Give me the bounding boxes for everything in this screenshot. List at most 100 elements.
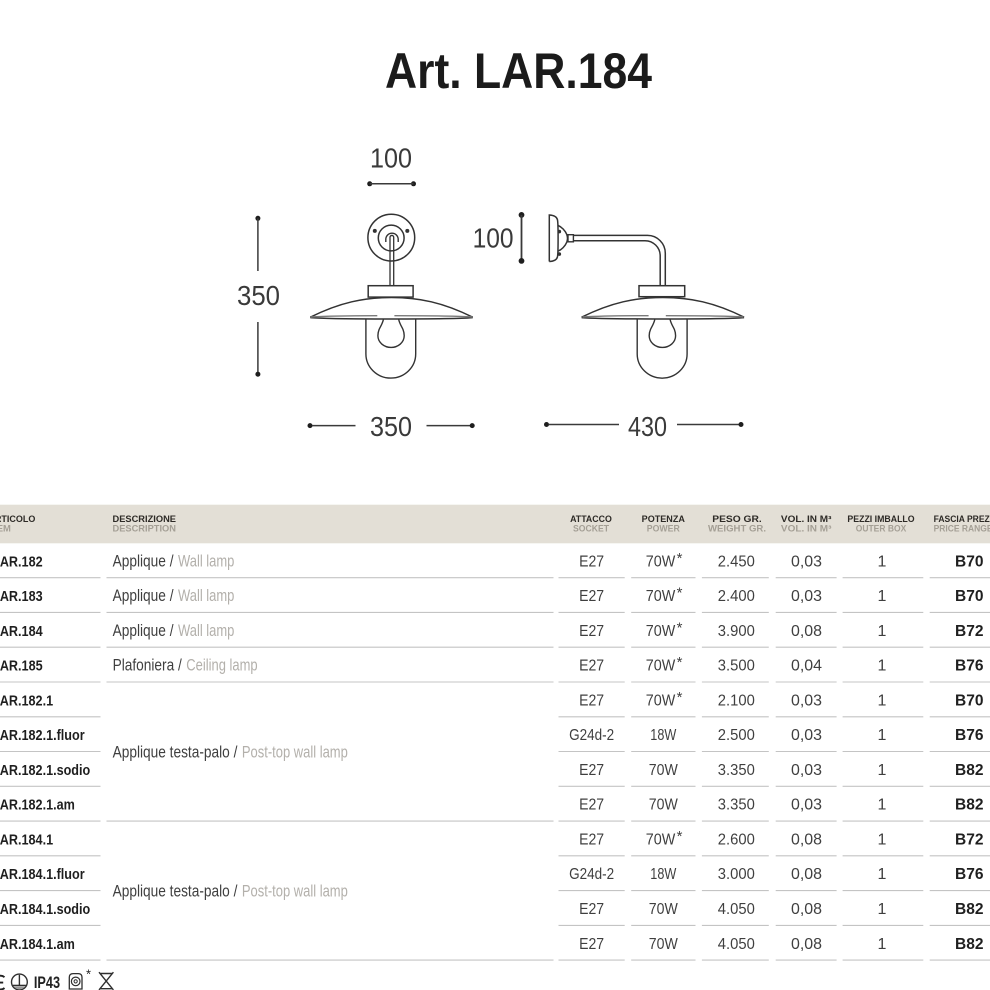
- svg-text:E27: E27: [579, 588, 604, 605]
- svg-text:0,04: 0,04: [791, 658, 822, 675]
- svg-text:SOCKET: SOCKET: [573, 524, 610, 534]
- svg-text:70W: 70W: [646, 831, 676, 848]
- svg-text:*: *: [677, 654, 683, 671]
- svg-text:Wall lamp: Wall lamp: [178, 552, 234, 570]
- svg-text:0,03: 0,03: [791, 588, 822, 605]
- svg-text:LAR.182.1.fluor: LAR.182.1.fluor: [0, 727, 85, 744]
- svg-text:VOL. IN M³: VOL. IN M³: [781, 524, 832, 534]
- svg-text:LAR.182.1.sodio: LAR.182.1.sodio: [0, 762, 90, 779]
- svg-text:Applique /: Applique /: [113, 552, 174, 570]
- svg-text:*: *: [677, 619, 683, 636]
- svg-text:350: 350: [237, 280, 280, 311]
- svg-text:100: 100: [473, 223, 514, 254]
- svg-text:*: *: [86, 967, 91, 982]
- svg-text:1: 1: [878, 588, 887, 605]
- svg-text:B82: B82: [955, 762, 984, 779]
- svg-text:E27: E27: [579, 797, 604, 814]
- svg-text:Plafoniera /: Plafoniera /: [113, 657, 183, 675]
- svg-text:0,08: 0,08: [791, 831, 822, 848]
- svg-text:1: 1: [878, 936, 887, 953]
- svg-text:PESO GR.: PESO GR.: [712, 514, 762, 524]
- svg-text:1: 1: [878, 727, 887, 744]
- svg-text:3.500: 3.500: [718, 658, 755, 675]
- svg-text:B82: B82: [955, 936, 984, 953]
- svg-text:B76: B76: [955, 658, 984, 675]
- svg-text:0,08: 0,08: [791, 936, 822, 953]
- svg-text:ARTICOLO: ARTICOLO: [0, 514, 36, 524]
- svg-text:0,08: 0,08: [791, 901, 822, 918]
- svg-text:DESCRIPTION: DESCRIPTION: [113, 524, 177, 534]
- svg-text:*: *: [677, 585, 683, 602]
- svg-text:LAR.184.1: LAR.184.1: [0, 831, 54, 848]
- svg-text:0,03: 0,03: [791, 762, 822, 779]
- svg-text:FASCIA PREZZO: FASCIA PREZZO: [934, 514, 990, 524]
- svg-text:B70: B70: [955, 588, 984, 605]
- svg-text:1: 1: [878, 692, 887, 709]
- svg-text:4.050: 4.050: [718, 936, 755, 953]
- svg-text:PRICE RANGE: PRICE RANGE: [934, 524, 990, 534]
- svg-text:70W: 70W: [646, 553, 676, 570]
- svg-text:ATTACCO: ATTACCO: [570, 514, 612, 524]
- svg-text:1: 1: [878, 623, 887, 640]
- svg-text:70W: 70W: [649, 762, 679, 779]
- svg-text:*: *: [677, 550, 683, 567]
- svg-text:1: 1: [878, 901, 887, 918]
- svg-text:IP43: IP43: [34, 974, 60, 990]
- svg-text:B76: B76: [955, 727, 984, 744]
- svg-text:0,03: 0,03: [791, 797, 822, 814]
- svg-text:1: 1: [878, 797, 887, 814]
- svg-text:Applique /: Applique /: [113, 587, 174, 605]
- svg-text:POWER: POWER: [647, 524, 681, 534]
- svg-text:3.000: 3.000: [718, 866, 755, 883]
- svg-text:VOL. IN M³: VOL. IN M³: [781, 514, 832, 524]
- svg-text:0,03: 0,03: [791, 727, 822, 744]
- svg-text:0,08: 0,08: [791, 623, 822, 640]
- svg-text:70W: 70W: [646, 692, 676, 709]
- svg-text:B82: B82: [955, 901, 984, 918]
- svg-text:WEIGHT GR.: WEIGHT GR.: [708, 524, 766, 534]
- svg-text:E27: E27: [579, 692, 604, 709]
- svg-text:E27: E27: [579, 623, 604, 640]
- svg-text:B76: B76: [955, 866, 984, 883]
- svg-text:B72: B72: [955, 831, 984, 848]
- svg-text:350: 350: [370, 411, 412, 442]
- svg-text:B72: B72: [955, 623, 984, 640]
- svg-text:Post-top wall lamp: Post-top wall lamp: [242, 883, 348, 901]
- svg-text:1: 1: [878, 762, 887, 779]
- svg-text:Applique /: Applique /: [113, 622, 174, 640]
- svg-text:PEZZI IMBALLO: PEZZI IMBALLO: [847, 514, 914, 524]
- svg-text:LAR.183: LAR.183: [0, 588, 43, 605]
- svg-text:70W: 70W: [646, 658, 676, 675]
- svg-text:2.600: 2.600: [718, 831, 755, 848]
- svg-text:Wall lamp: Wall lamp: [178, 587, 234, 605]
- svg-text:Applique testa-palo /: Applique testa-palo /: [113, 744, 238, 762]
- svg-text:G24d-2: G24d-2: [569, 866, 614, 883]
- svg-text:B70: B70: [955, 692, 984, 709]
- svg-text:E27: E27: [579, 901, 604, 918]
- svg-text:Post-top wall lamp: Post-top wall lamp: [242, 744, 348, 762]
- svg-text:E27: E27: [579, 831, 604, 848]
- svg-text:LAR.182: LAR.182: [0, 553, 43, 570]
- svg-text:1: 1: [878, 831, 887, 848]
- svg-text:LAR.182.1: LAR.182.1: [0, 692, 54, 709]
- svg-text:1: 1: [878, 553, 887, 570]
- svg-text:2.450: 2.450: [718, 553, 755, 570]
- svg-text:LAR.184.1.am: LAR.184.1.am: [0, 936, 75, 953]
- svg-text:E27: E27: [579, 658, 604, 675]
- svg-text:E27: E27: [579, 936, 604, 953]
- svg-text:2.500: 2.500: [718, 727, 755, 744]
- svg-text:*: *: [677, 689, 683, 706]
- svg-text:POTENZA: POTENZA: [642, 514, 686, 524]
- svg-text:2.400: 2.400: [718, 588, 755, 605]
- svg-text:1: 1: [878, 658, 887, 675]
- svg-text:Wall lamp: Wall lamp: [178, 622, 234, 640]
- svg-text:ITEM: ITEM: [0, 524, 11, 534]
- svg-text:2.100: 2.100: [718, 692, 755, 709]
- svg-text:Ceiling lamp: Ceiling lamp: [186, 657, 257, 675]
- svg-text:3.350: 3.350: [718, 797, 755, 814]
- svg-text:LAR.184: LAR.184: [0, 623, 43, 640]
- svg-text:70W: 70W: [649, 797, 679, 814]
- svg-text:100: 100: [370, 143, 412, 174]
- svg-text:LAR.185: LAR.185: [0, 658, 43, 675]
- svg-text:Applique testa-palo /: Applique testa-palo /: [113, 883, 238, 901]
